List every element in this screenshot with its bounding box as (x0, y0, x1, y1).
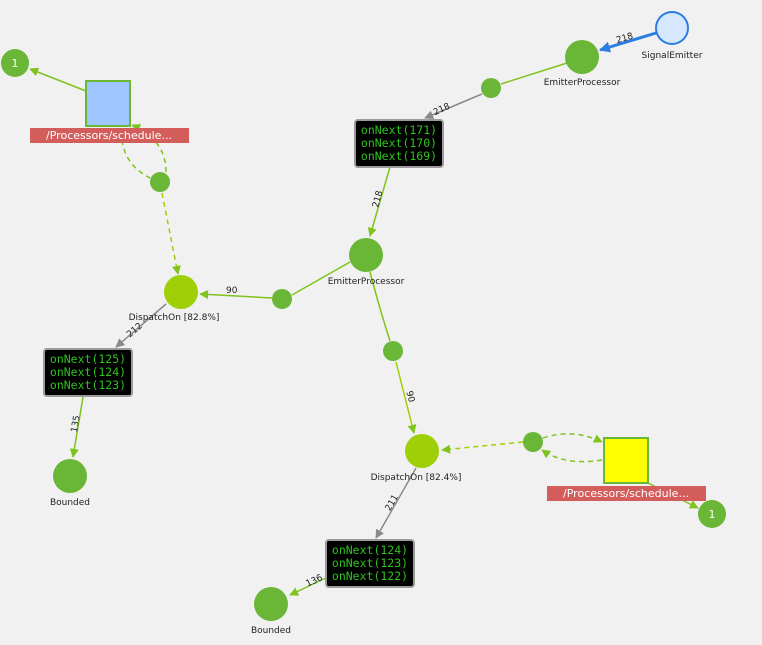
edge-relay-right-to-dispatch (441, 441, 524, 454)
edge-dispatch-left-to-queue (115, 303, 167, 348)
scheduler-left-label-bg (30, 128, 189, 143)
queue-top-item: onNext(171) (361, 123, 437, 137)
edge-label-signal-to-emitter: 218 (615, 32, 635, 46)
one-left-label: 1 (12, 57, 19, 70)
scheduler-right-label-bg (547, 486, 706, 501)
queue-box-left[interactable]: onNext(125) onNext(124) onNext(123) (43, 348, 133, 397)
one-right-label: 1 (709, 508, 716, 521)
edge-relay-right-to-scheduler (542, 433, 603, 443)
emitter-processor-mid-node[interactable] (349, 238, 383, 272)
dispatch-on-left-label: DispatchOn [82.8%] (129, 313, 220, 323)
queue-bottom-item: onNext(124) (332, 543, 408, 557)
emitter-processor-mid-label: EmitterProcessor (328, 277, 405, 287)
edge-label-to-dispatch-left: 90 (226, 286, 238, 296)
queue-box-bottom[interactable]: onNext(124) onNext(123) onNext(122) (325, 539, 415, 588)
queue-top-item: onNext(170) (361, 136, 437, 150)
one-right-node[interactable] (698, 500, 726, 528)
edge-emitter-mid-to-relay-left (291, 261, 351, 296)
emitter-processor-top-node[interactable] (565, 40, 599, 74)
bounded-left-label: Bounded (50, 498, 90, 508)
bounded-right-node[interactable] (254, 587, 288, 621)
edge-relay-to-scheduler-left (131, 124, 167, 173)
emitter-processor-top-label: EmitterProcessor (544, 78, 621, 88)
dispatch-on-right-node[interactable] (405, 434, 439, 468)
bounded-left-node[interactable] (53, 459, 87, 493)
relay-node-bottom[interactable] (383, 341, 403, 361)
edge-label-queue-bottom-to-bounded: 136 (305, 573, 325, 589)
scheduler-left-label: /Processors/schedule... (46, 129, 172, 142)
edge-queue-bottom-to-bounded (289, 576, 329, 596)
edge-label-queue-left-to-bounded: 135 (70, 415, 83, 434)
queue-left-item: onNext(124) (50, 365, 126, 379)
edge-label-dispatch-right-to-queue: 211 (384, 493, 401, 513)
edge-emitter-mid-to-relay-bottom (369, 271, 391, 342)
queue-box-top[interactable]: onNext(171) onNext(170) onNext(169) (354, 119, 444, 168)
edge-relay-bottom-to-dispatch (395, 361, 417, 434)
edge-label-to-dispatch-right: 90 (403, 390, 416, 404)
queue-left-item: onNext(125) (50, 352, 126, 366)
signal-emitter-node[interactable] (655, 11, 689, 45)
dispatch-on-left-node[interactable] (164, 275, 198, 309)
scheduler-right-label: /Processors/schedule... (563, 487, 689, 500)
bounded-right-label: Bounded (251, 626, 291, 636)
queue-top-item: onNext(169) (361, 149, 437, 163)
edge-signal-to-emitter (598, 31, 657, 53)
edge-queue-top-to-emitter-mid (367, 166, 391, 237)
relay-node-left[interactable] (272, 289, 292, 309)
relay-node-top[interactable] (481, 78, 501, 98)
edge-relay-left-to-dispatch (199, 289, 273, 299)
relay-node-scheduler-right[interactable] (523, 432, 543, 452)
edge-relay-to-dispatch-left (161, 192, 181, 275)
edge-label-queue-to-emitter: 218 (371, 189, 385, 208)
edge-relay-to-queue-top (424, 93, 483, 120)
edge-emitter-to-relay (500, 62, 568, 85)
scheduler-right[interactable]: /Processors/schedule... (547, 437, 706, 501)
scheduler-left[interactable]: /Processors/schedule... (30, 80, 189, 143)
signal-emitter-label: SignalEmitter (642, 51, 703, 61)
edge-scheduler-left-to-one (29, 67, 87, 92)
dispatch-on-right-label: DispatchOn [82.4%] (371, 473, 462, 483)
edge-label-emitter-to-queue: 218 (432, 102, 452, 118)
one-left-node[interactable] (1, 49, 29, 77)
queue-bottom-item: onNext(123) (332, 556, 408, 570)
queue-left-item: onNext(123) (50, 378, 126, 392)
edge-scheduler-left-to-relay (121, 139, 151, 179)
edge-queue-left-to-bounded (69, 396, 84, 458)
edge-scheduler-right-to-relay (541, 449, 603, 463)
queue-bottom-item: onNext(122) (332, 569, 408, 583)
edge-dispatch-right-to-queue (375, 467, 417, 539)
relay-node-scheduler-left[interactable] (150, 172, 170, 192)
